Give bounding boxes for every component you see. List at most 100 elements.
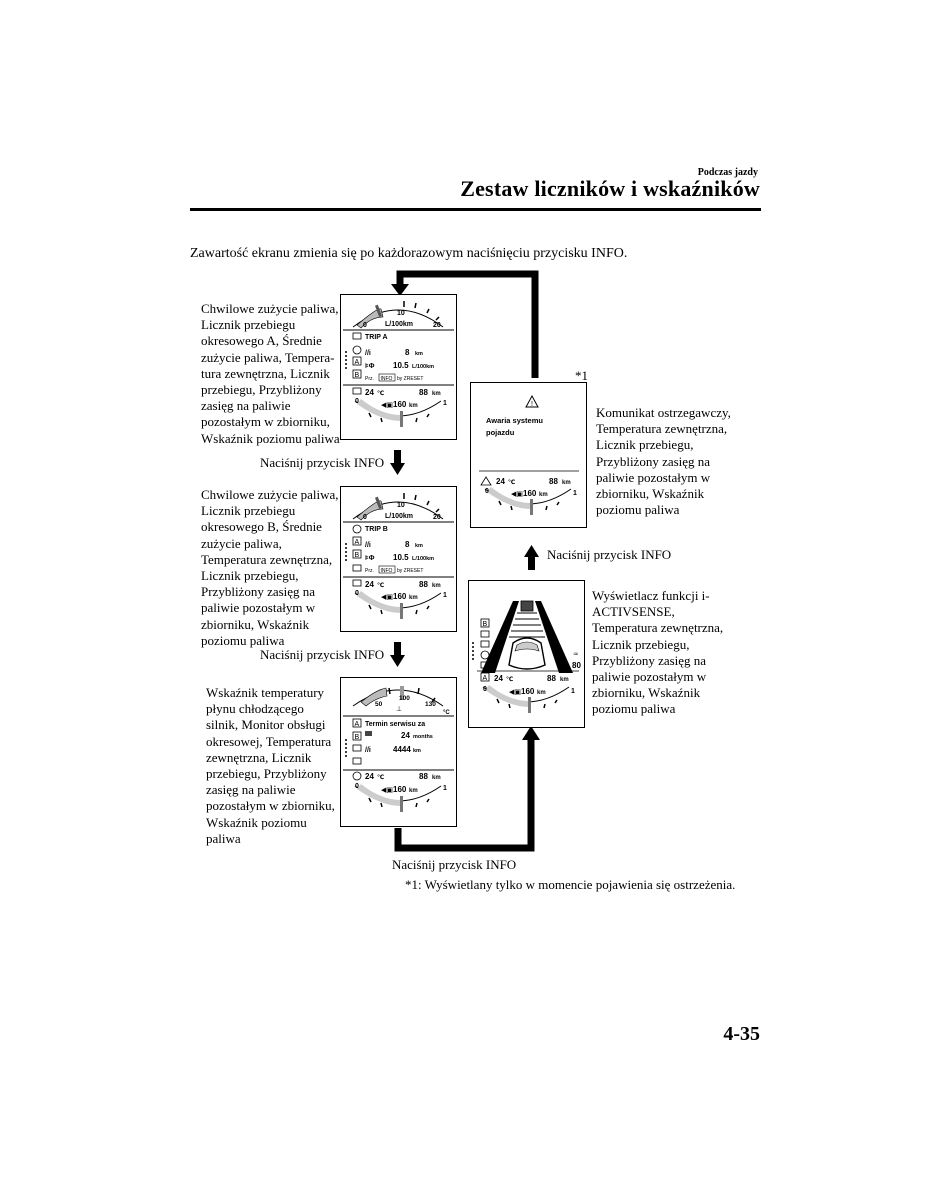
svg-text:km: km	[413, 748, 421, 754]
svg-text:◀▣: ◀▣	[381, 787, 393, 794]
svg-text:℃: ℃	[506, 676, 513, 683]
svg-text://i: //i	[365, 350, 371, 357]
svg-text:88: 88	[419, 772, 428, 781]
svg-text:24: 24	[365, 580, 374, 589]
svg-text:1: 1	[573, 490, 577, 497]
display-screen-trip-a: 0 10 20 L/100km A B TRIP A //i 8 km ⊧Φ 1…	[340, 294, 457, 440]
speed: 80	[572, 661, 581, 670]
down-arrow-1-shaft	[394, 450, 401, 464]
svg-text:Prz.: Prz.	[365, 568, 374, 574]
icon-a: A	[355, 359, 360, 366]
bottom-loop-head	[522, 726, 540, 740]
svg-text:1: 1	[571, 688, 575, 695]
svg-text:km: km	[432, 391, 441, 397]
warning-line-2: pojazdu	[486, 428, 515, 437]
fuel-left: 0	[355, 398, 359, 405]
svg-text:L/100km: L/100km	[412, 556, 434, 562]
display-screen-activsense: B ♒ 80 A 24 ℃ 88 km 0 1 ◀▣ 160 km	[468, 580, 585, 728]
svg-text:◀▣: ◀▣	[381, 402, 393, 409]
temperature: 24	[365, 388, 374, 397]
svg-text:km: km	[560, 677, 569, 683]
svg-text:km: km	[537, 690, 546, 696]
gauge-unit: L/100km	[385, 321, 413, 328]
up-arrow-shaft	[528, 556, 535, 570]
svg-text:24: 24	[401, 731, 410, 740]
svg-text:km: km	[562, 480, 571, 486]
svg-text:km: km	[415, 543, 423, 549]
down-arrow-1-head	[390, 463, 405, 475]
description-screen-3: Wskaźnik temperatury płynu chłodzącego s…	[206, 685, 338, 847]
fuel-right: 1	[443, 400, 447, 407]
svg-text:88: 88	[549, 477, 558, 486]
description-activsense: Wyświetlacz funkcji i-ACTIVSENSE, Temper…	[592, 588, 732, 718]
title-rule	[190, 208, 761, 211]
service-title: Termin serwisu za	[365, 721, 425, 728]
svg-text:km: km	[432, 775, 441, 781]
press-info-label-2: Naciśnij przycisk INFO	[260, 647, 384, 663]
svg-text:INFO: INFO	[381, 568, 393, 574]
trip-value: 8	[405, 348, 410, 357]
press-info-label-4: Naciśnij przycisk INFO	[392, 857, 516, 873]
svg-text:℃: ℃	[508, 479, 515, 486]
reset-suffix: by ZRESET	[397, 376, 423, 382]
svg-text:1: 1	[443, 785, 447, 792]
svg-text:months: months	[413, 734, 433, 740]
trip-unit: km	[415, 351, 423, 357]
svg-text:⊧Φ: ⊧Φ	[365, 555, 375, 562]
svg-text:by ZRESET: by ZRESET	[397, 568, 423, 574]
odometer: 88	[419, 388, 428, 397]
svg-text:20: 20	[433, 514, 441, 521]
svg-text:℃: ℃	[377, 774, 384, 781]
footnote-text: *1: Wyświetlany tylko w momencie pojawie…	[405, 877, 735, 893]
svg-text:88: 88	[547, 674, 556, 683]
press-info-label-1: Naciśnij przycisk INFO	[260, 455, 384, 471]
description-screen-2: Chwilowe zużycie paliwa, Licznik przebie…	[201, 487, 341, 649]
warning-line-1: Awaria systemu	[486, 416, 543, 425]
trip-label: TRIP A	[365, 334, 388, 341]
svg-text://i: //i	[365, 542, 371, 549]
svg-text:km: km	[432, 583, 441, 589]
svg-text:0: 0	[355, 590, 359, 597]
svg-text:℃: ℃	[377, 582, 384, 589]
trip-label: TRIP B	[365, 526, 388, 533]
svg-text:4444: 4444	[393, 745, 411, 754]
avg-value: 10.5	[393, 361, 409, 370]
down-arrow-2-shaft	[394, 642, 401, 656]
gauge-max: 20	[433, 322, 441, 329]
description-screen-1: Chwilowe zużycie paliwa, Licznik przebie…	[201, 301, 341, 447]
svg-text:50: 50	[375, 701, 383, 708]
svg-text://i: //i	[365, 747, 371, 754]
range: 160	[393, 400, 407, 409]
svg-text:km: km	[539, 492, 548, 498]
svg-text:km: km	[409, 788, 418, 794]
svg-text:A: A	[483, 675, 488, 682]
svg-text:◀▣: ◀▣	[381, 594, 393, 601]
svg-text:B: B	[483, 621, 488, 628]
svg-text:B: B	[355, 552, 360, 559]
svg-text:♒: ♒	[573, 652, 578, 658]
svg-text:10.5: 10.5	[393, 553, 409, 562]
reset-button: INFO	[381, 376, 393, 382]
page-title: Zestaw liczników i wskaźników	[380, 176, 760, 202]
svg-text:100: 100	[399, 695, 410, 702]
svg-text:L/100km: L/100km	[385, 513, 413, 520]
intro-text: Zawartość ekranu zmienia się po każdoraz…	[190, 246, 750, 262]
reset-prefix: Prz.	[365, 376, 374, 382]
svg-text:8: 8	[405, 540, 410, 549]
svg-text:0: 0	[485, 488, 489, 495]
gauge-mid: 10	[397, 310, 405, 317]
svg-text:160: 160	[393, 592, 407, 601]
svg-text:◀▣: ◀▣	[511, 491, 523, 498]
svg-text:!: !	[531, 401, 533, 408]
svg-text:160: 160	[521, 687, 535, 696]
svg-text:℃: ℃	[377, 390, 384, 397]
display-screen-warning: ! Awaria systemu pojazdu 24 ℃ 88 km 0 1 …	[470, 382, 587, 528]
description-warning: Komunikat ostrzegaw­czy, Temperatura zew…	[596, 405, 731, 518]
car-ahead-icon	[521, 601, 533, 611]
display-screen-maintenance: 50 100 130 °C ⊥ A B Termin serwisu za 24…	[340, 677, 457, 827]
svg-text:160: 160	[393, 785, 407, 794]
gauge-min: 0	[363, 322, 367, 329]
svg-text:0: 0	[355, 783, 359, 790]
svg-text:◀▣: ◀▣	[509, 689, 521, 696]
svg-text:⊥: ⊥	[396, 706, 402, 713]
